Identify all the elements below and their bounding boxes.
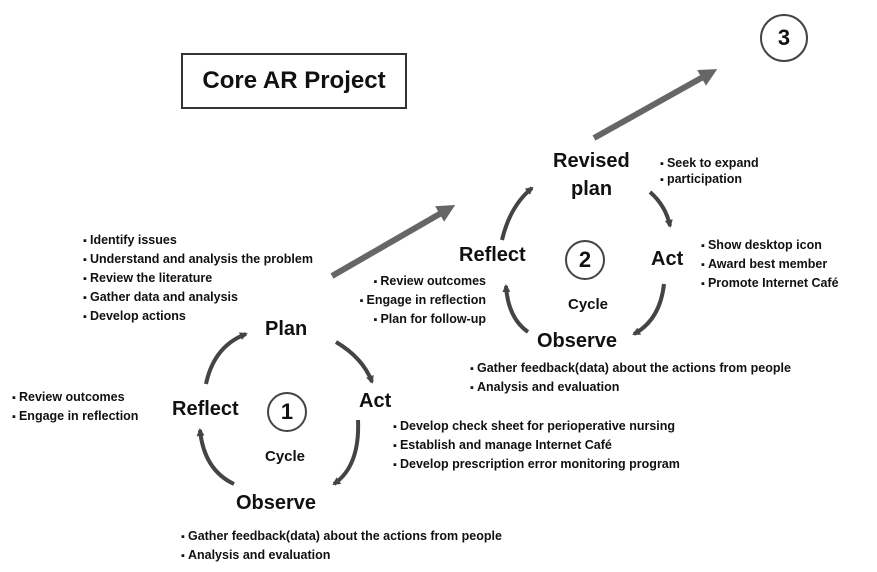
- cycle1-number-circle: 1: [267, 392, 307, 432]
- cycle2-reflect-notes: Review outcomes Engage in reflection Pla…: [360, 272, 486, 329]
- cycle2-plan-note: participation: [660, 172, 759, 188]
- cycle2-observe-note: Analysis and evaluation: [470, 378, 791, 397]
- cycle2-observe-notes: Gather feedback(data) about the actions …: [470, 359, 791, 397]
- progression-arrow-1-to-2: [330, 205, 456, 279]
- cycle2-observe-label: Observe: [537, 330, 618, 352]
- cycle1-observe-note: Analysis and evaluation: [181, 546, 502, 565]
- cycle2-observe-note: Gather feedback(data) about the actions …: [470, 359, 791, 378]
- cycle2-arc-observe-to-reflect: [502, 284, 530, 334]
- cycle2-act-note: Show desktop icon: [701, 236, 839, 255]
- cycle2-plan-label-line1: Revised: [553, 150, 630, 172]
- cycle3-number-circle: 3: [760, 14, 808, 62]
- cycle2-act-note: Promote Internet Café: [701, 274, 839, 293]
- cycle2-reflect-note: Engage in reflection: [360, 291, 486, 310]
- cycle2-plan-note: Seek to expand: [660, 156, 759, 172]
- cycle1-arc-act-to-observe: [332, 419, 361, 486]
- cycle1-observe-note: Gather feedback(data) about the actions …: [181, 527, 502, 546]
- cycle1-reflect-note: Review outcomes: [12, 388, 138, 407]
- cycle1-plan-note: Review the literature: [83, 269, 313, 288]
- cycle1-reflect-label: Reflect: [172, 398, 239, 420]
- cycle1-reflect-notes: Review outcomes Engage in reflection: [12, 388, 138, 426]
- cycle1-reflect-note: Engage in reflection: [12, 407, 138, 426]
- cycle2-act-label: Act: [651, 248, 684, 270]
- cycle1-arc-observe-to-reflect: [196, 428, 235, 486]
- cycle1-plan-notes: Identify issues Understand and analysis …: [83, 231, 313, 326]
- cycle1-plan-note: Identify issues: [83, 231, 313, 250]
- cycle1-act-note: Develop prescription error monitoring pr…: [393, 455, 680, 474]
- cycle2-reflect-label: Reflect: [459, 244, 526, 266]
- cycle1-act-notes: Develop check sheet for perioperative nu…: [393, 417, 680, 474]
- cycle1-act-label: Act: [359, 390, 392, 412]
- cycle2-plan-notes: Seek to expand participation: [660, 156, 759, 188]
- cycle2-act-notes: Show desktop icon Award best member Prom…: [701, 236, 839, 293]
- cycle2-cycle-label: Cycle: [568, 296, 609, 313]
- cycle2-reflect-note: Plan for follow-up: [360, 310, 486, 329]
- cycle2-arc-plan-to-act: [648, 190, 673, 228]
- cycle1-cycle-label: Cycle: [265, 448, 306, 465]
- cycle2-arc-reflect-to-plan: [500, 186, 534, 241]
- cycle2-reflect-note: Review outcomes: [360, 272, 486, 291]
- cycle1-arc-plan-to-act: [334, 340, 374, 384]
- progression-arrow-2-to-3: [592, 69, 718, 141]
- cycle1-plan-note: Understand and analysis the problem: [83, 250, 313, 269]
- cycle1-arc-reflect-to-plan: [204, 332, 248, 385]
- cycle2-number-circle: 2: [565, 240, 605, 280]
- cycle2-act-note: Award best member: [701, 255, 839, 274]
- cycle1-act-note: Develop check sheet for perioperative nu…: [393, 417, 680, 436]
- cycle2-arc-act-to-observe: [632, 283, 666, 336]
- cycle1-plan-note: Develop actions: [83, 307, 313, 326]
- cycle2-plan-label-line2: plan: [571, 178, 613, 200]
- cycle1-act-note: Establish and manage Internet Café: [393, 436, 680, 455]
- diagram-title: Core AR Project: [181, 53, 407, 109]
- cycle1-observe-label: Observe: [236, 492, 317, 514]
- cycle1-plan-note: Gather data and analysis: [83, 288, 313, 307]
- cycle1-observe-notes: Gather feedback(data) about the actions …: [181, 527, 502, 565]
